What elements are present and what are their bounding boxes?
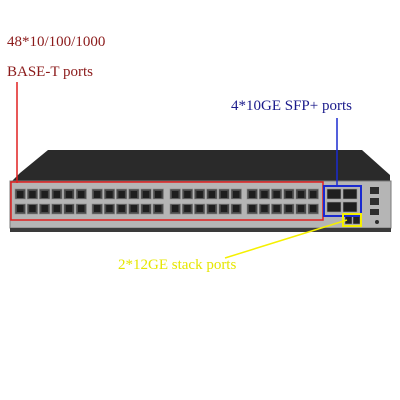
- sfp-port: [342, 201, 358, 213]
- rj45-port-opening: [261, 205, 268, 212]
- rj45-port-opening: [155, 205, 162, 212]
- rj45-port-opening: [41, 205, 48, 212]
- rj45-port-opening: [220, 191, 228, 198]
- rj45-port-opening: [130, 191, 138, 198]
- rj45-port-opening: [297, 205, 305, 212]
- sfp-callout: 4*10GE SFP+ ports: [231, 98, 352, 114]
- rj45-port-opening: [249, 191, 256, 198]
- rj45-port-opening: [196, 205, 203, 212]
- rj45-port-opening: [310, 191, 317, 198]
- rj45-port-opening: [106, 191, 113, 198]
- rj45-port-opening: [29, 191, 36, 198]
- rj45-port-opening: [94, 191, 101, 198]
- rj45-port-opening: [310, 205, 317, 212]
- rj45-port-opening: [53, 191, 61, 198]
- rj45-port-opening: [220, 205, 228, 212]
- rj45-port-opening: [249, 205, 256, 212]
- switch-top-body: [12, 150, 390, 181]
- rj45-port-opening: [17, 191, 24, 198]
- rj45-port-opening: [233, 191, 240, 198]
- rj45-port-opening: [41, 191, 48, 198]
- rj45-port-opening: [172, 205, 179, 212]
- power-led: [375, 220, 379, 224]
- rj45-port-opening: [285, 191, 293, 198]
- rj45-port-opening: [155, 191, 162, 198]
- stack-highlight-box: [342, 213, 362, 227]
- stack-port: [352, 215, 361, 225]
- sfp-port-group: [326, 188, 361, 225]
- rj45-port-opening: [94, 205, 101, 212]
- rj45-port-opening: [142, 191, 150, 198]
- rj45-port-opening: [172, 191, 179, 198]
- rj45-port-opening: [273, 205, 280, 212]
- rj45-port-opening: [208, 205, 216, 212]
- console-port: [370, 187, 379, 194]
- rj45-port-opening: [297, 191, 305, 198]
- rj45-port-opening: [17, 205, 24, 212]
- rj45-port-opening: [273, 191, 280, 198]
- rj45-port-opening: [65, 205, 73, 212]
- switch-base: [10, 228, 391, 232]
- rj45-port-opening: [130, 205, 138, 212]
- rj45-port-opening: [106, 205, 113, 212]
- stack-leader-line: [224, 219, 348, 259]
- rj45-port-opening: [78, 191, 85, 198]
- rj45-port-opening: [65, 191, 73, 198]
- sfp-port: [326, 201, 342, 213]
- management-port: [370, 198, 379, 205]
- rj45-port-opening: [142, 205, 150, 212]
- rj45-port-opening: [196, 191, 203, 198]
- rj45-port-opening: [233, 205, 240, 212]
- base-t-callout-line1: 48*10/100/1000: [7, 34, 106, 50]
- rj45-port-opening: [184, 205, 191, 212]
- rj45-port-opening: [261, 191, 268, 198]
- sfp-port: [342, 188, 358, 200]
- rj45-port-opening: [285, 205, 293, 212]
- rj45-port-group: [14, 188, 319, 215]
- rj45-port-opening: [29, 205, 36, 212]
- base-t-callout-line2: BASE-T ports: [7, 64, 93, 80]
- rj45-port-opening: [184, 191, 191, 198]
- rj45-port-opening: [208, 191, 216, 198]
- rj45-port-opening: [118, 191, 125, 198]
- rj45-port-opening: [118, 205, 125, 212]
- rj45-port-opening: [78, 205, 85, 212]
- usb-port: [370, 209, 379, 215]
- rj45-port-opening: [53, 205, 61, 212]
- sfp-port: [326, 188, 342, 200]
- stack-callout: 2*12GE stack ports: [118, 257, 237, 273]
